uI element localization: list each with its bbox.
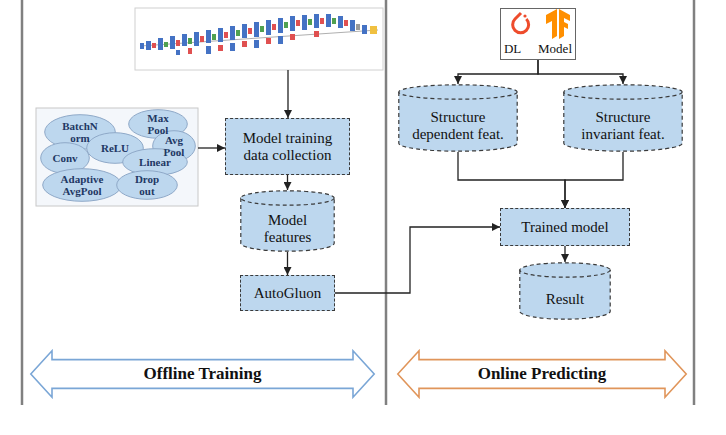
connector-arrow [564,246,565,262]
network-illustration [135,8,383,70]
connector-arrow [335,227,500,293]
cylinder-body [399,92,517,151]
cylinder-top [241,191,334,205]
cylinder-body [564,92,682,151]
cylinder-body [241,198,334,251]
layer-image-frame [36,108,198,206]
node-text: Structure dependent feat. [408,109,508,143]
layer-ellipse: Adaptive AvgPool [42,168,122,202]
cylinder-body [520,270,610,319]
connector-arrow [458,60,538,84]
node-text: Result [546,291,584,308]
node-text: Avg Pool [159,134,189,159]
connector-arrow [458,152,565,208]
tensorflow-icon [546,9,570,39]
connector-arrow [538,60,623,84]
phase-arrow: Offline Training [30,350,375,398]
node-text: ReLU [101,142,129,154]
connector-arrow [287,252,288,275]
connector-arrow [565,152,623,208]
layer-ellipse: Drop out [116,170,178,200]
cylinder-top [520,263,610,277]
divider-lines [22,0,694,405]
node-text: Adaptive AvgPool [54,173,110,198]
pytorch-icon [513,13,529,33]
node-text: DL Model [504,42,572,57]
phase-arrow: Online Predicting [397,350,687,398]
data-cylinder: Model features [240,190,335,252]
data-cylinder: Structure dependent feat. [398,84,518,152]
process-box: Trained model [500,208,630,246]
ellipse-shape [43,169,122,202]
cylinder-top [564,85,682,99]
node-text: BatchN orm [57,120,103,145]
data-cylinder: Structure invariant feat. [563,84,683,152]
framework-box: DL Model [500,8,576,60]
double-arrow-shape [398,351,686,397]
node-text: Drop out [130,173,164,198]
double-arrow-shape [31,351,374,397]
node-text: AutoGluon [254,285,322,302]
node-text: Model training data collection [230,130,345,164]
node-text: Conv [52,152,77,164]
node-text: Linear [139,156,171,168]
data-cylinder: Result [519,262,611,320]
ellipse-shape [117,171,178,200]
node-text: Trained model [521,219,608,236]
process-box: Model training data collection [225,118,350,175]
process-box: AutoGluon [240,275,335,311]
node-text: Online Predicting [478,364,607,383]
node-text: Structure invariant feat. [573,109,673,143]
connector-arrow [287,175,288,190]
cylinder-top [399,85,517,99]
image-arrow [287,70,288,118]
node-text: Model features [245,212,330,246]
node-text: Max Pool [141,112,175,137]
image-arrow [198,147,225,148]
node-text: Offline Training [144,364,262,383]
